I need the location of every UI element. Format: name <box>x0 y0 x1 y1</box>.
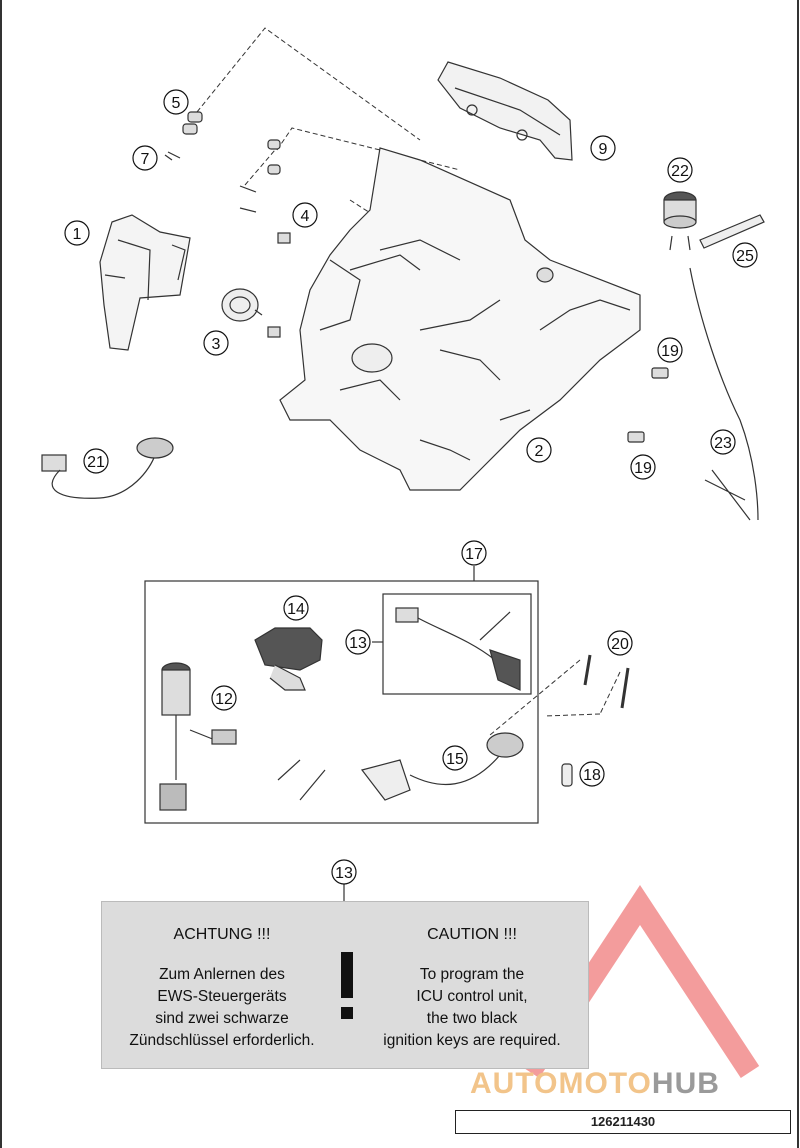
caution-english-line: ICU control unit, <box>416 988 528 1005</box>
svg-text:22: 22 <box>671 163 689 180</box>
svg-text:1: 1 <box>73 226 82 243</box>
callout-14: 14 <box>283 595 309 621</box>
parts-5-7 <box>164 111 281 213</box>
part-antenna-15 <box>360 732 524 801</box>
callout-1: 1 <box>64 220 90 246</box>
svg-text:5: 5 <box>172 95 181 112</box>
svg-text:7: 7 <box>141 151 150 168</box>
callout-22: 22 <box>667 157 693 183</box>
callout-25: 25 <box>732 242 758 268</box>
svg-text:19: 19 <box>634 460 652 477</box>
callout-12: 12 <box>211 685 237 711</box>
caution-german-line: Zum Anlernen des <box>159 966 285 983</box>
caution-german-title: ACHTUNG !!! <box>173 926 271 943</box>
svg-text:13: 13 <box>349 635 367 652</box>
callout-4: 4 <box>292 202 318 228</box>
callout-18: 18 <box>579 761 605 787</box>
part-grommet-3 <box>221 288 263 322</box>
caution-english-line: the two black <box>426 1010 518 1027</box>
caution-german-line: Zündschlüssel erforderlich. <box>129 1032 315 1049</box>
caution-german-line: sind zwei schwarze <box>155 1010 289 1027</box>
caution-english-line: To program the <box>419 966 525 983</box>
svg-text:9: 9 <box>599 141 608 158</box>
frame-right-border <box>797 0 799 1148</box>
callout-13-kit: 13 <box>345 629 371 655</box>
callout-19b: 19 <box>630 454 656 480</box>
svg-text:17: 17 <box>465 546 483 563</box>
svg-text:2: 2 <box>535 443 544 460</box>
kit-box-13 <box>382 593 532 695</box>
svg-text:4: 4 <box>301 208 310 225</box>
callout-17: 17 <box>461 540 487 566</box>
watermark-part2: HUB <box>651 1067 720 1100</box>
part-screws-19 <box>627 367 669 443</box>
svg-text:23: 23 <box>714 435 732 452</box>
caution-english-line: ignition keys are required. <box>383 1032 561 1049</box>
svg-text:14: 14 <box>287 601 305 618</box>
callout-21: 21 <box>83 448 109 474</box>
part-screws-20 <box>583 654 630 709</box>
caution-english-title: CAUTION !!! <box>427 926 517 943</box>
part-bracket-25 <box>699 214 765 249</box>
clips <box>267 232 291 338</box>
callout-2: 2 <box>526 437 552 463</box>
callout-20: 20 <box>607 630 633 656</box>
svg-text:15: 15 <box>446 751 464 768</box>
part-harness-21 <box>41 437 174 499</box>
reference-number: 126211430 <box>455 1110 791 1134</box>
svg-text:3: 3 <box>212 336 221 353</box>
svg-text:20: 20 <box>611 636 629 653</box>
callout-7: 7 <box>132 145 158 171</box>
svg-text:19: 19 <box>661 343 679 360</box>
callout-23: 23 <box>710 429 736 455</box>
part-cover-1 <box>99 214 191 351</box>
svg-text:18: 18 <box>583 767 601 784</box>
caution-note-panel: ACHTUNG !!! Zum Anlernen des EWS-Steuerg… <box>101 901 589 1069</box>
svg-text:25: 25 <box>736 248 754 265</box>
callout-3: 3 <box>203 330 229 356</box>
watermark-part1: AUTOMOTO <box>470 1067 652 1100</box>
callout-5: 5 <box>163 89 189 115</box>
part-keys-13 <box>395 607 521 691</box>
caution-english: CAUTION !!! To program the ICU control u… <box>372 924 572 1052</box>
callout-19a: 19 <box>657 337 683 363</box>
part-harness-23 <box>689 267 759 521</box>
part-pin-18 <box>561 763 573 787</box>
svg-text:13: 13 <box>335 865 353 882</box>
callout-9: 9 <box>590 135 616 161</box>
exclamation-icon <box>341 952 353 1019</box>
part-lock-cover-14 <box>254 627 323 691</box>
svg-text:12: 12 <box>215 691 233 708</box>
callout-15: 15 <box>442 745 468 771</box>
part-switch-22 <box>663 191 697 251</box>
part-instrument-9 <box>437 61 573 161</box>
callout-13-note: 13 <box>331 859 357 885</box>
part-headlight-bracket-2 <box>279 147 641 491</box>
watermark-text: AUTOMOTOHUB <box>470 1067 720 1101</box>
kit-box-17 <box>144 580 539 824</box>
part-ignition-lock-12 <box>159 662 326 811</box>
caution-german-line: EWS-Steuergeräts <box>157 988 287 1005</box>
frame-left-border <box>0 0 2 1148</box>
caution-german: ACHTUNG !!! Zum Anlernen des EWS-Steuerg… <box>122 924 322 1052</box>
svg-text:21: 21 <box>87 454 105 471</box>
